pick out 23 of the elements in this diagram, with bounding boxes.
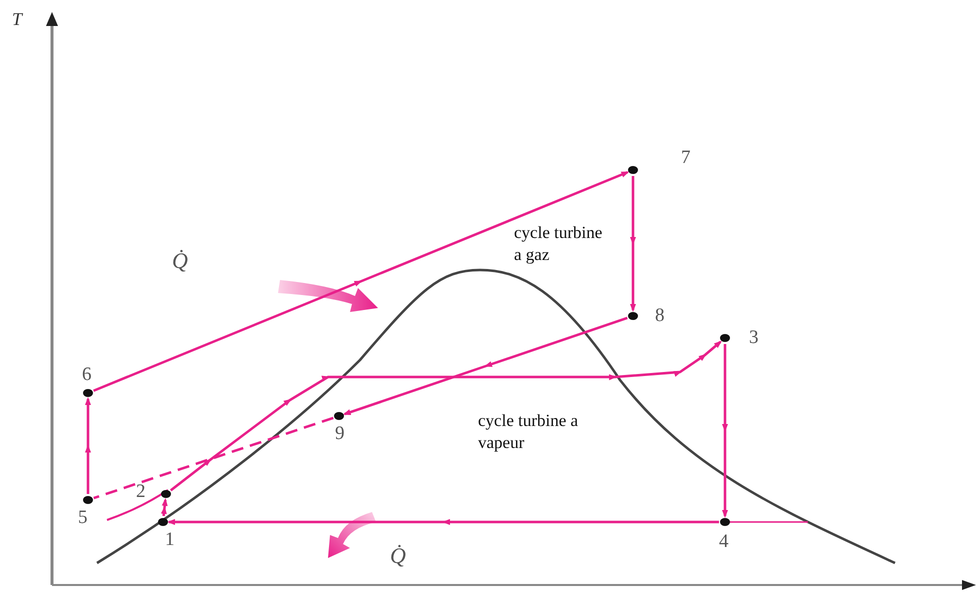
axis-label: T xyxy=(12,8,22,30)
process-line xyxy=(630,176,636,312)
state-point: 8 xyxy=(628,306,667,326)
state-point: 4 xyxy=(719,518,731,552)
heat-symbol: Q̇ xyxy=(172,250,188,272)
process-line xyxy=(722,344,728,518)
process-line xyxy=(168,519,719,525)
state-point: 3 xyxy=(720,328,761,348)
process-line xyxy=(93,171,629,392)
state-point: 6 xyxy=(82,365,94,397)
cycle-label: cycle turbine a gaz xyxy=(514,222,604,266)
cycle-label: cycle turbine a vapeur xyxy=(478,410,580,454)
process-line xyxy=(161,498,168,516)
heat-symbol: Q̇ xyxy=(390,545,406,567)
state-point: 2 xyxy=(136,482,171,502)
state-point: 9 xyxy=(334,412,347,444)
process-line xyxy=(170,340,722,492)
state-point: 7 xyxy=(628,148,693,174)
process-line xyxy=(85,397,91,494)
process-line xyxy=(343,316,628,416)
state-point: 1 xyxy=(158,518,177,550)
state-point: 5 xyxy=(78,496,93,528)
process-line xyxy=(93,416,334,500)
